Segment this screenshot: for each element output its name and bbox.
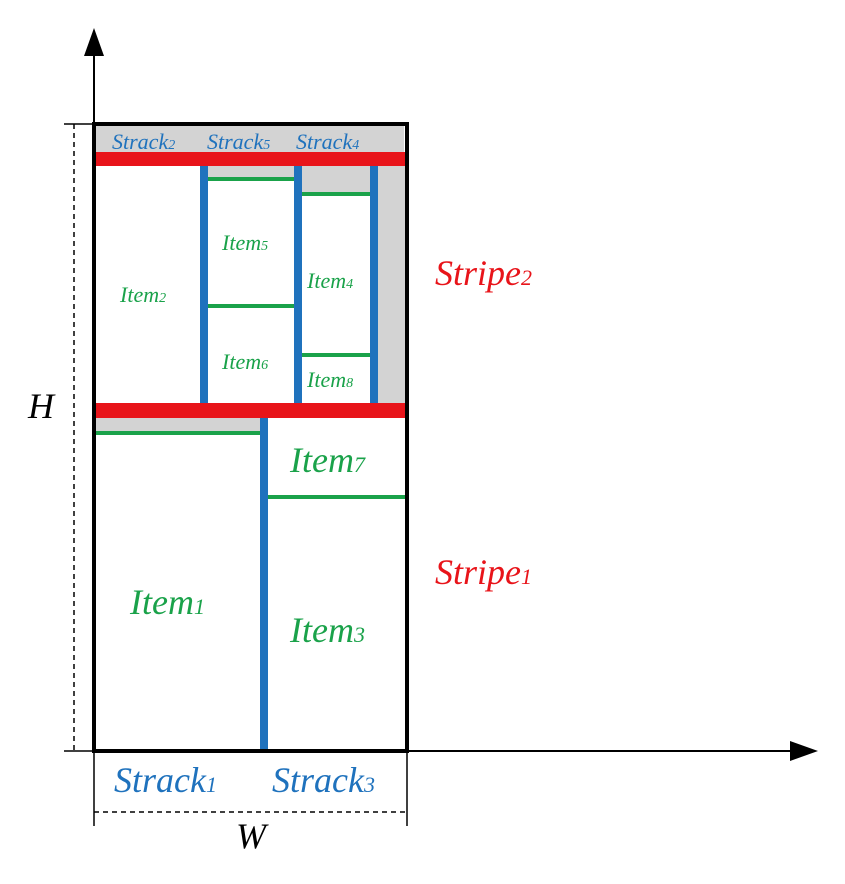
y-axis-arrow (84, 28, 104, 56)
stripe-divider-top (95, 152, 406, 166)
item-3-label: Item3 (289, 610, 365, 650)
item-4-label: Item4 (306, 268, 353, 293)
item-1-label: Item1 (129, 582, 205, 622)
strack-4-label: Strack4 (296, 129, 359, 154)
item-6-label: Item6 (221, 349, 268, 374)
stripe-2-label: Stripe2 (435, 253, 532, 293)
container-outline (92, 122, 409, 753)
stripe-1-label: Stripe1 (435, 552, 532, 592)
strack-5-label: Strack5 (207, 129, 270, 154)
x-axis-arrow (790, 741, 818, 761)
strack-1-label: Strack1 (114, 760, 217, 800)
item-5-label: Item5 (221, 230, 268, 255)
strack-3-label: Strack3 (272, 760, 375, 800)
item-8-label: Item8 (306, 367, 353, 392)
width-label: W (236, 816, 269, 856)
item-2-label: Item2 (119, 282, 166, 307)
waste-region-strack5 (208, 165, 294, 177)
stripe-divider-middle (93, 403, 408, 418)
item-7-label: Item7 (289, 440, 366, 480)
waste-region-strack1 (96, 416, 260, 432)
waste-region-strack4 (302, 165, 370, 192)
waste-region-right (378, 165, 405, 405)
strack-2-label: Strack2 (112, 129, 175, 154)
height-label: H (27, 386, 56, 426)
waste-region-top (96, 126, 404, 154)
